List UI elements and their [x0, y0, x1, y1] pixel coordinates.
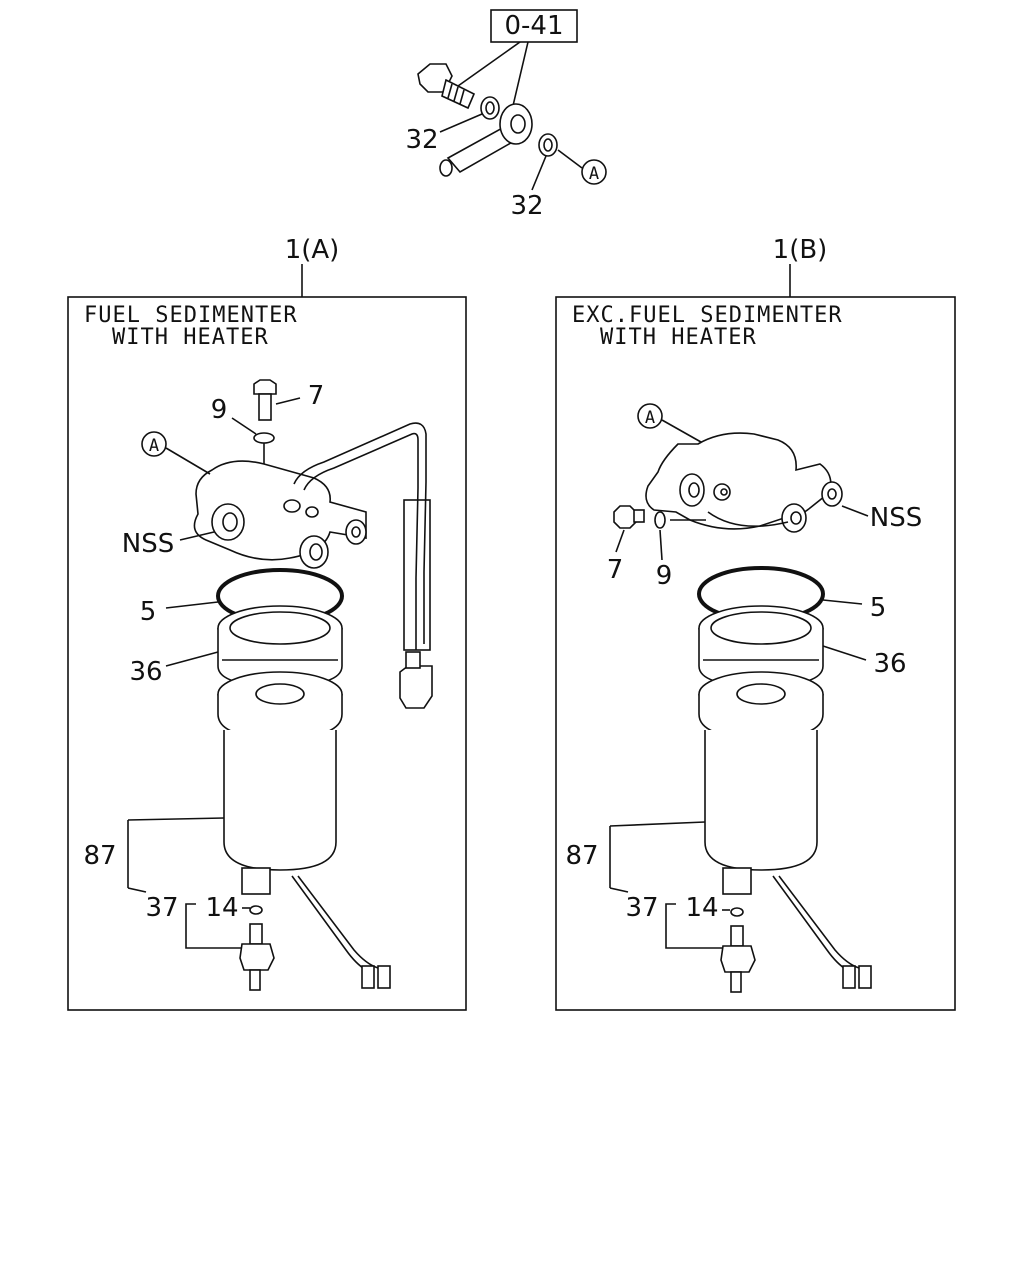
panel-a-bolt[interactable] [253, 379, 277, 421]
panel-b-drain-plug[interactable] [720, 925, 756, 993]
panel-a-washer[interactable] [253, 432, 275, 444]
panel-b-title-line2: WITH HEATER [600, 325, 757, 350]
banjo-fitting[interactable] [439, 103, 533, 177]
ref-box-label: 0-41 [504, 11, 563, 41]
panel-b-washer-label: 9 [656, 561, 673, 591]
panel-b-assembly-label: 1(B) [773, 235, 828, 265]
panel-b-title-line1: EXC.FUEL SEDIMENTER [572, 303, 843, 328]
panel-b-filter-head[interactable] [645, 432, 843, 533]
callout-marker-a-top[interactable] [581, 159, 607, 185]
panel-a-title-line1: FUEL SEDIMENTER [84, 303, 298, 328]
callout-marker-a-top-label: A [589, 164, 599, 184]
panel-a-ring-nut-label: 36 [129, 657, 162, 687]
panel-a-filter-element[interactable] [217, 671, 343, 895]
panel-b-ring-nut[interactable] [698, 605, 824, 687]
panel-a-small-ring-label: 14 [205, 893, 238, 923]
panel-b-washer[interactable] [654, 511, 666, 529]
panel-b-callout-marker-label: A [645, 408, 655, 428]
panel-b-small-ring[interactable] [730, 907, 744, 917]
panel-b-bolt[interactable] [613, 505, 645, 529]
panel-b-o-ring-label: 5 [870, 593, 887, 623]
panel-a-ring-nut[interactable] [217, 605, 343, 687]
panel-b-sensor-plugs[interactable] [842, 965, 872, 989]
panel-b-frame [555, 296, 956, 1011]
panel-b-bolt-label: 7 [607, 555, 624, 585]
panel-a-assembly-label: 1(A) [285, 235, 340, 265]
panel-a-drain-label: 37 [145, 893, 178, 923]
panel-a-callout-marker-label: A [149, 436, 159, 456]
panel-a-connector[interactable] [399, 651, 433, 709]
top-assembly: 0-41 32 32 A [405, 9, 607, 221]
panel-a-small-ring[interactable] [249, 905, 263, 915]
washer-upper-label: 32 [405, 125, 438, 155]
washer-lower-label: 32 [510, 191, 543, 221]
panel-a-filter-head[interactable] [193, 460, 367, 569]
panel-b-drain-label: 37 [625, 893, 658, 923]
panel-a: 1(A) FUEL SEDIMENTER WITH HEATER 7 9 [67, 235, 467, 1011]
panel-a-callout-marker[interactable] [141, 431, 167, 457]
ref-box[interactable] [490, 9, 578, 43]
panel-b: 1(B) EXC.FUEL SEDIMENTER WITH HEATER A N… [555, 235, 956, 1011]
panel-b-nss-label: NSS [870, 503, 922, 533]
panel-a-bolt-label: 7 [308, 381, 325, 411]
panel-a-frame [67, 296, 467, 1011]
panel-b-small-ring-label: 14 [685, 893, 718, 923]
panel-b-filter-label: 87 [565, 841, 598, 871]
panel-a-sensor-plugs[interactable] [361, 965, 391, 989]
panel-a-title-line2: WITH HEATER [112, 325, 269, 350]
panel-a-drain-plug[interactable] [239, 923, 275, 991]
panel-a-o-ring-label: 5 [140, 597, 157, 627]
panel-b-ring-nut-label: 36 [873, 649, 906, 679]
eye-bolt[interactable] [417, 63, 476, 110]
panel-a-washer-label: 9 [211, 395, 228, 425]
panel-a-nss-label: NSS [122, 529, 174, 559]
panel-b-callout-marker[interactable] [637, 403, 663, 429]
panel-a-filter-label: 87 [83, 841, 116, 871]
panel-b-filter-element[interactable] [698, 671, 824, 895]
